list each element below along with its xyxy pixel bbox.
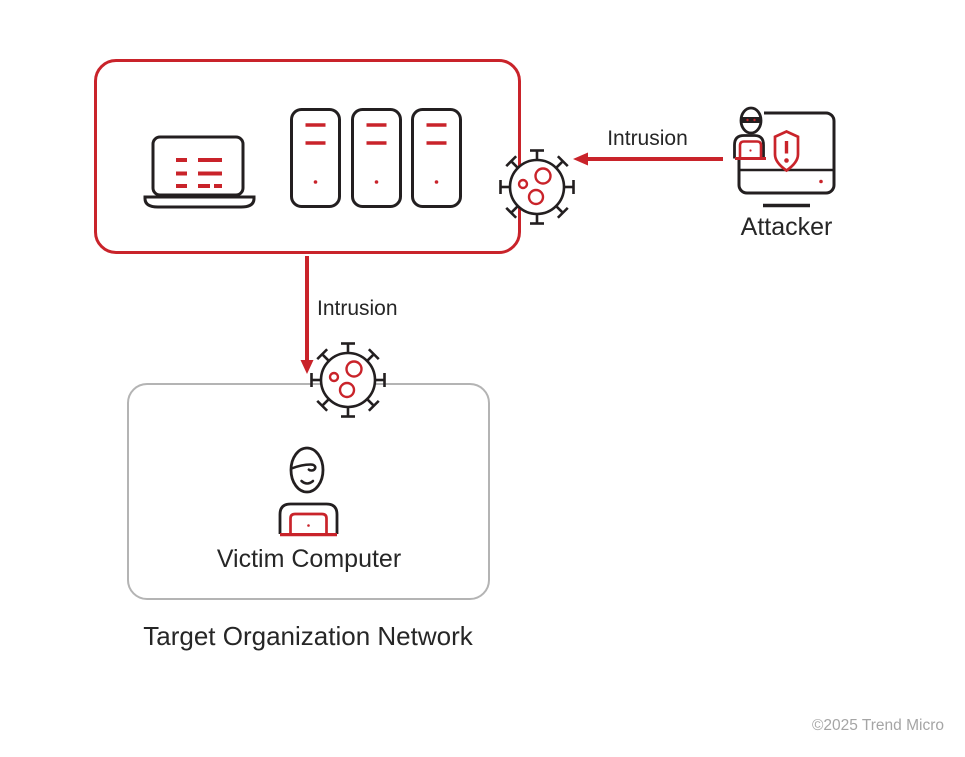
arrowhead-down — [300, 360, 314, 374]
virus-icon-1 — [499, 149, 575, 225]
copyright-text: ©2025 Trend Micro — [811, 717, 944, 734]
laptop-screen-text-lines — [176, 158, 222, 188]
hacker-eye — [753, 118, 756, 122]
server-led — [374, 180, 379, 184]
virus-body — [319, 351, 377, 409]
arrowhead-left — [573, 152, 588, 166]
intrusion-label-mid: Intrusion — [317, 297, 398, 320]
laptop-base — [143, 195, 256, 209]
intrusion-label-top: Intrusion — [607, 127, 688, 150]
alert-shield-icon — [773, 130, 800, 173]
intrusion-arrow-horizontal — [573, 152, 723, 166]
server-led — [434, 180, 439, 184]
virus-spikes — [499, 149, 575, 225]
victim-head — [289, 446, 325, 494]
attacker-label: Attacker — [740, 213, 833, 241]
target-network-box — [127, 383, 490, 600]
victim-smile — [300, 479, 315, 485]
victim-hair — [290, 463, 317, 472]
hacker-laptop — [738, 140, 763, 157]
server-led — [313, 180, 318, 184]
hacker-person — [733, 106, 766, 160]
victim-computer-label: Victim Computer — [216, 545, 402, 573]
virus-spikes — [310, 342, 386, 418]
user-at-laptop-icon — [278, 446, 339, 537]
laptop-screen — [151, 135, 245, 197]
victim-laptop — [289, 512, 328, 534]
target-network-label: Target Organization Network — [143, 621, 473, 651]
intrusion-arrow-vertical — [300, 256, 314, 374]
server-icon-1 — [290, 108, 341, 208]
hacker-eye — [746, 118, 749, 122]
virus-icon-2 — [310, 342, 386, 418]
server-icon-2 — [351, 108, 402, 208]
monitor-led — [819, 179, 823, 184]
virus-body — [508, 158, 566, 216]
server-icon-3 — [411, 108, 462, 208]
compromised-systems-box — [94, 59, 521, 254]
laptop-icon — [143, 135, 256, 209]
attacker-workstation-icon — [732, 106, 836, 208]
